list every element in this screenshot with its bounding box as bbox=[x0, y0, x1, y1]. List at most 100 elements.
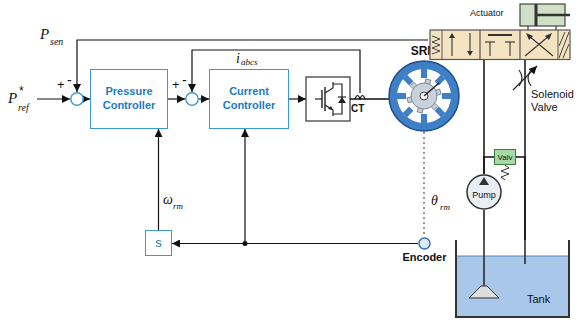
srm-motor-outline-part bbox=[424, 83, 439, 96]
tank-symbol-outline-part bbox=[456, 240, 569, 317]
srm-motor-outline-part bbox=[389, 61, 459, 131]
summing-junction-outline bbox=[70, 92, 84, 106]
connector-line bbox=[84, 98, 90, 99]
inverter-symbol-part bbox=[324, 87, 325, 111]
summing-junction-outline-part bbox=[71, 93, 83, 105]
part-label: Solenoid Valve bbox=[531, 88, 578, 114]
srm-motor-outline-part bbox=[407, 96, 415, 103]
actuator-valve-outline-part bbox=[505, 41, 515, 42]
srm-motor-outline-part bbox=[421, 69, 427, 78]
subscript: rm bbox=[440, 203, 450, 212]
sensor-label: CT bbox=[351, 104, 364, 114]
tank-symbol-outline-part bbox=[524, 240, 526, 264]
actuator-valve-outline-part bbox=[559, 32, 565, 46]
superscript: * bbox=[19, 85, 24, 97]
srm-motor: SRM bbox=[388, 60, 460, 132]
connector-line bbox=[245, 129, 418, 244]
connector-line bbox=[423, 132, 424, 237]
tank-symbol: Tank bbox=[455, 240, 570, 318]
connector-line bbox=[158, 129, 159, 230]
summing-junction: +- bbox=[70, 92, 84, 106]
actuator-valve-outline-part bbox=[535, 4, 538, 26]
srm-motor-outline bbox=[388, 60, 460, 132]
controller-box: Current Controller bbox=[209, 69, 289, 129]
encoder-label: Encoder bbox=[394, 252, 455, 263]
srm-motor-outline-part bbox=[433, 89, 441, 96]
connector-line bbox=[483, 210, 485, 240]
signal-symbol: ω bbox=[163, 193, 173, 207]
subscript: abcs bbox=[241, 58, 258, 67]
inverter-symbol-part bbox=[315, 98, 322, 99]
actuator-valve-outline-part bbox=[519, 30, 520, 60]
inverter-symbol-part bbox=[333, 84, 342, 114]
tank-symbol-outline-part bbox=[469, 286, 499, 298]
encoder-symbol-outline bbox=[418, 237, 431, 250]
srm-motor-outline-part bbox=[420, 92, 428, 100]
actuator-valve-outline-part bbox=[451, 37, 452, 56]
actuator-valve-outline bbox=[428, 2, 572, 60]
relief-spring-part bbox=[501, 165, 509, 180]
encoder-symbol: Encoder bbox=[418, 237, 431, 250]
valve-label: Valv bbox=[495, 154, 515, 162]
connector-line bbox=[168, 98, 185, 99]
actuator-valve-outline-part bbox=[559, 32, 569, 58]
box-title: Pressure Controller bbox=[91, 85, 167, 113]
phase-wire-part bbox=[350, 98, 390, 99]
relief-valve: Valv bbox=[494, 149, 516, 165]
current-feedback-line bbox=[192, 50, 360, 93]
tank-symbol-outline-part bbox=[457, 256, 568, 257]
plus-sign: + bbox=[57, 78, 65, 91]
connector-line bbox=[77, 40, 428, 92]
pump-symbol-outline bbox=[466, 174, 502, 210]
srm-motor-outline-part bbox=[421, 114, 427, 123]
actuator-valve-outline-part bbox=[545, 33, 552, 40]
actuator-valve-outline-part bbox=[536, 14, 570, 17]
srm-motor-outline-part bbox=[403, 107, 414, 118]
inverter-symbol-part bbox=[338, 97, 346, 103]
srm-motor-outline-part bbox=[442, 93, 451, 99]
srm-motor-outline-part bbox=[411, 83, 437, 109]
srm-motor-outline-part bbox=[397, 93, 406, 99]
srm-motor-outline-part bbox=[397, 69, 451, 123]
plus-sign: + bbox=[172, 78, 180, 91]
signal-symbol: P bbox=[40, 27, 49, 42]
subscript: ref bbox=[18, 103, 29, 113]
inverter-symbol bbox=[306, 77, 350, 121]
signal-symbol: P bbox=[8, 91, 17, 106]
actuator-valve-outline-part bbox=[520, 4, 565, 26]
tank-symbol-outline-part bbox=[457, 256, 568, 316]
actuator-valve-outline-part bbox=[489, 42, 490, 56]
actuator-valve-outline-part bbox=[488, 34, 512, 36]
actuator-valve-outline-part bbox=[442, 30, 443, 60]
srm-motor-outline-part bbox=[410, 82, 418, 90]
actuator-valve-outline-part bbox=[432, 36, 440, 54]
actuator-valve-outline-part bbox=[469, 33, 470, 52]
actuator-valve-outline-part bbox=[525, 36, 549, 56]
srm-motor-outline-part bbox=[429, 101, 437, 109]
operator-symbol: s bbox=[152, 235, 165, 251]
actuator-valve-outline-part bbox=[529, 36, 553, 56]
srm-motor-outline-part bbox=[435, 107, 446, 118]
inverter-symbol-part bbox=[321, 90, 322, 108]
summing-junction-outline-part bbox=[186, 93, 198, 105]
gate-signal-line bbox=[286, 99, 306, 100]
inverter-symbol-part bbox=[306, 77, 350, 121]
connector-line bbox=[199, 98, 209, 99]
pump-symbol-outline-part bbox=[479, 177, 489, 185]
subscript: sen bbox=[50, 37, 63, 47]
signal-symbol: θ bbox=[431, 194, 438, 208]
pump-symbol: Pump bbox=[466, 174, 502, 210]
controller-box: Pressure Controller bbox=[90, 69, 168, 129]
differentiator-box: s bbox=[145, 230, 172, 256]
tank-symbol-outline bbox=[455, 240, 570, 318]
gate-signal-line-part bbox=[286, 98, 306, 99]
summing-junction: +- bbox=[185, 92, 199, 106]
srm-motor-outline-part bbox=[403, 75, 414, 86]
actuator-valve-outline-part bbox=[485, 41, 495, 42]
current-feedback-line-part bbox=[192, 50, 360, 93]
actuator-valve-outline-part bbox=[430, 30, 570, 60]
actuator-valve-outline-part bbox=[479, 30, 480, 60]
srm-motor-outline-part bbox=[424, 79, 431, 87]
